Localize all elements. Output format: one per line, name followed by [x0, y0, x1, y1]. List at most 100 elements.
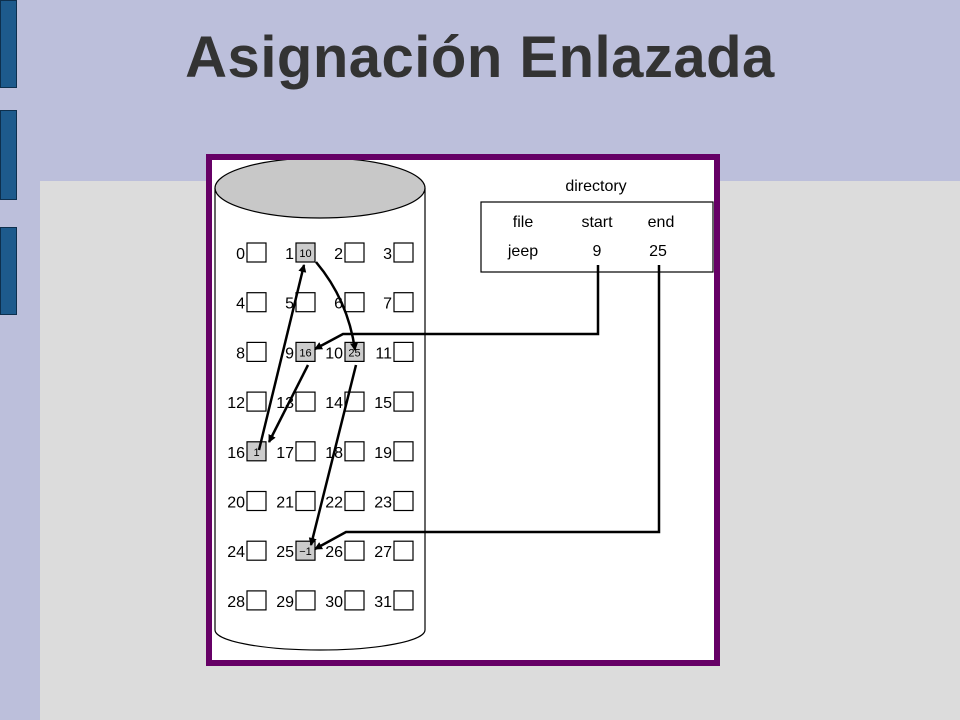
cylinder-top [214, 157, 426, 219]
block-box [344, 242, 365, 263]
disk-block-22: 22 [325, 490, 365, 512]
directory-cell-start: 9 [593, 243, 602, 260]
directory-header-file: file [513, 214, 534, 231]
block-box [246, 490, 267, 512]
block-number: 2 [334, 246, 343, 263]
arrow-end-to-block-25 [314, 265, 661, 551]
block-box [393, 540, 414, 561]
arrow-block-10-to-25 [308, 364, 358, 546]
disk-block-5: 5 [285, 292, 316, 313]
disk-block-24: 24 [227, 540, 267, 561]
arrow-block-16-to-1 [257, 264, 307, 451]
block-number: 8 [236, 345, 245, 362]
directory-label: directory [565, 178, 626, 195]
directory-cell-end: 25 [649, 243, 667, 260]
block-number: 11 [375, 345, 392, 362]
block-number: 16 [227, 445, 245, 462]
block-number: 1 [285, 246, 294, 263]
block-box [246, 242, 267, 263]
directory-box [480, 201, 714, 273]
block-box [295, 292, 316, 313]
block-number: 21 [276, 495, 294, 512]
disk-block-20: 20 [227, 490, 267, 512]
disk-block-21: 21 [276, 490, 316, 512]
block-box [393, 441, 414, 462]
block-box [393, 242, 414, 263]
block-pointer-value: 1 [253, 447, 259, 459]
disk-block-31: 31 [374, 590, 414, 611]
disk-block-17: 17 [276, 441, 316, 462]
disk-block-23: 23 [374, 490, 414, 512]
directory-header-start: start [581, 214, 613, 231]
directory-header-end: end [648, 214, 675, 231]
arrow-block-9-to-16 [267, 364, 310, 443]
disk-block-8: 8 [236, 341, 267, 362]
block-box [393, 341, 414, 362]
block-number: 15 [374, 395, 392, 412]
block-box [295, 490, 316, 512]
block-number: 19 [374, 445, 392, 462]
block-pointer-value: 16 [299, 347, 311, 359]
disk-block-4: 4 [236, 292, 267, 313]
accent-bar-3 [0, 227, 17, 315]
pointer-arrows [257, 261, 661, 551]
disk-block-7: 7 [383, 292, 414, 313]
disk-block-6: 6 [334, 292, 365, 313]
slide-title: Asignación Enlazada [185, 25, 775, 90]
block-box [344, 441, 365, 462]
block-number: 25 [276, 544, 294, 561]
block-number: 20 [227, 495, 245, 512]
disk-block-3: 3 [383, 242, 414, 263]
block-number: 5 [285, 296, 294, 313]
disk-block-15: 15 [374, 391, 414, 412]
cylinder-body [214, 188, 426, 651]
disk-block-26: 26 [325, 540, 365, 561]
block-box [246, 590, 267, 611]
block-number: 4 [236, 296, 245, 313]
disk-block-16: 16 1 [227, 441, 267, 462]
block-box [246, 292, 267, 313]
block-box [295, 441, 316, 462]
arrow-start-to-block-9 [314, 265, 600, 351]
disk-block-30: 30 [325, 590, 365, 611]
block-number: 28 [227, 594, 245, 611]
disk-block-14: 14 [325, 391, 365, 412]
arrow-block-1-to-10 [315, 261, 358, 351]
block-number: 12 [227, 395, 245, 412]
block-number: 29 [276, 594, 294, 611]
block-box [344, 490, 365, 512]
block-box [393, 490, 414, 512]
disk-block-2: 2 [334, 242, 365, 263]
block-number: 26 [325, 544, 343, 561]
disk-block-19: 19 [374, 441, 414, 462]
block-number: 10 [325, 345, 343, 362]
block-box [393, 590, 414, 611]
block-number: 30 [325, 594, 343, 611]
directory-cell-file: jeep [507, 243, 538, 260]
block-number: 14 [325, 395, 343, 412]
block-box [393, 391, 414, 412]
directory-table: directory file start end jeep 9 25 [480, 178, 714, 273]
block-number: 17 [276, 445, 294, 462]
disk-block-12: 12 [227, 391, 267, 412]
block-box [344, 391, 365, 412]
disk-block-29: 29 [276, 590, 316, 611]
block-box [393, 292, 414, 313]
block-box [246, 391, 267, 412]
block-box [246, 341, 267, 362]
block-box-used [295, 341, 316, 362]
disk-block-27: 27 [374, 540, 414, 561]
block-number: 22 [325, 495, 343, 512]
disk-block-13: 13 [276, 391, 316, 412]
block-pointer-value: −1 [299, 546, 312, 558]
block-box [344, 540, 365, 561]
block-number: 23 [374, 495, 392, 512]
block-box [344, 590, 365, 611]
disk-block-28: 28 [227, 590, 267, 611]
disk-block-11: 11 [375, 341, 414, 362]
